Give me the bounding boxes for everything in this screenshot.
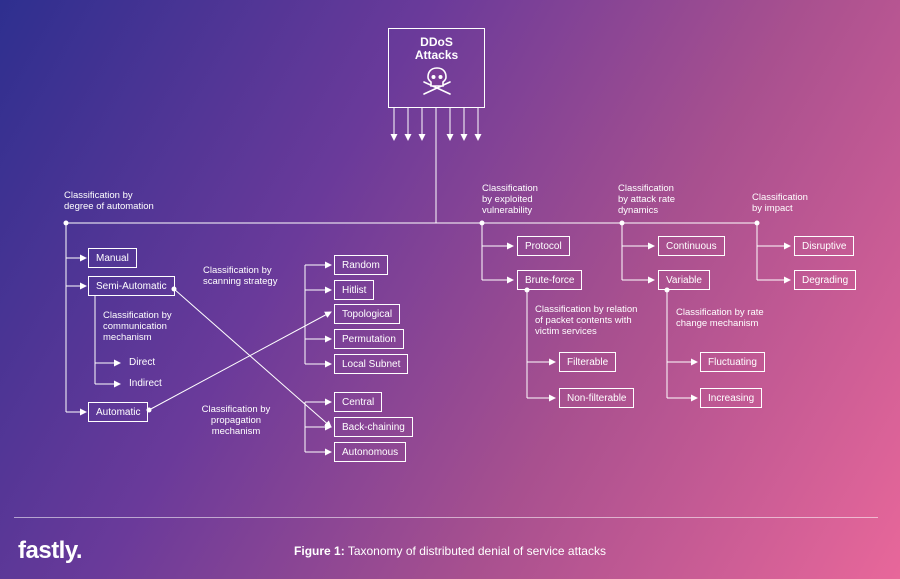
node-manual: Manual (88, 248, 137, 268)
label-impact: Classification by impact (752, 192, 808, 214)
footer-divider (14, 517, 878, 518)
label-scanning-strategy: Classification by scanning strategy (203, 265, 278, 287)
label-degree-of-automation: Classification by degree of automation (64, 190, 154, 212)
caption-text: Taxonomy of distributed denial of servic… (344, 544, 606, 558)
node-autonomous: Autonomous (334, 442, 407, 462)
item-direct: Direct (129, 357, 156, 368)
node-disruptive: Disruptive (794, 236, 855, 256)
node-back-chaining: Back-chaining (334, 417, 413, 437)
item-indirect: Indirect (129, 378, 162, 389)
root-node-ddos-attacks: DDoS Attacks (388, 28, 485, 108)
skull-crossbones-icon (422, 67, 451, 95)
node-automatic: Automatic (88, 402, 149, 422)
label-exploited-vulnerability: Classification by exploited vulnerabilit… (482, 183, 538, 216)
label-communication-mechanism: Classification by communication mechanis… (103, 310, 172, 343)
node-non-filterable: Non-filterable (559, 388, 635, 408)
fastly-logo: fastly. (18, 537, 83, 564)
node-topological: Topological (334, 304, 401, 324)
label-packet-relation: Classification by relation of packet con… (535, 304, 638, 337)
node-permutation: Permutation (334, 329, 404, 349)
node-central: Central (334, 392, 383, 412)
caption-figure-number: Figure 1: (294, 544, 345, 558)
node-semi-automatic: Semi-Automatic (88, 276, 175, 296)
node-hitlist: Hitlist (334, 280, 375, 300)
node-random: Random (334, 255, 388, 275)
node-filterable: Filterable (559, 352, 617, 372)
root-title: DDoS Attacks (414, 35, 459, 62)
label-propagation-mechanism: Classification by propagation mechanism (201, 404, 271, 437)
node-brute-force: Brute-force (517, 270, 583, 290)
node-variable: Variable (658, 270, 710, 290)
node-local-subnet: Local Subnet (334, 354, 409, 374)
label-rate-change-mechanism: Classification by rate change mechanism (676, 307, 764, 329)
label-attack-rate-dynamics: Classification by attack rate dynamics (618, 183, 676, 216)
figure-caption: Figure 1: Taxonomy of distributed denial… (0, 544, 900, 558)
node-degrading: Degrading (794, 270, 857, 290)
node-continuous: Continuous (658, 236, 725, 256)
node-protocol: Protocol (517, 236, 570, 256)
node-fluctuating: Fluctuating (700, 352, 765, 372)
node-increasing: Increasing (700, 388, 763, 408)
